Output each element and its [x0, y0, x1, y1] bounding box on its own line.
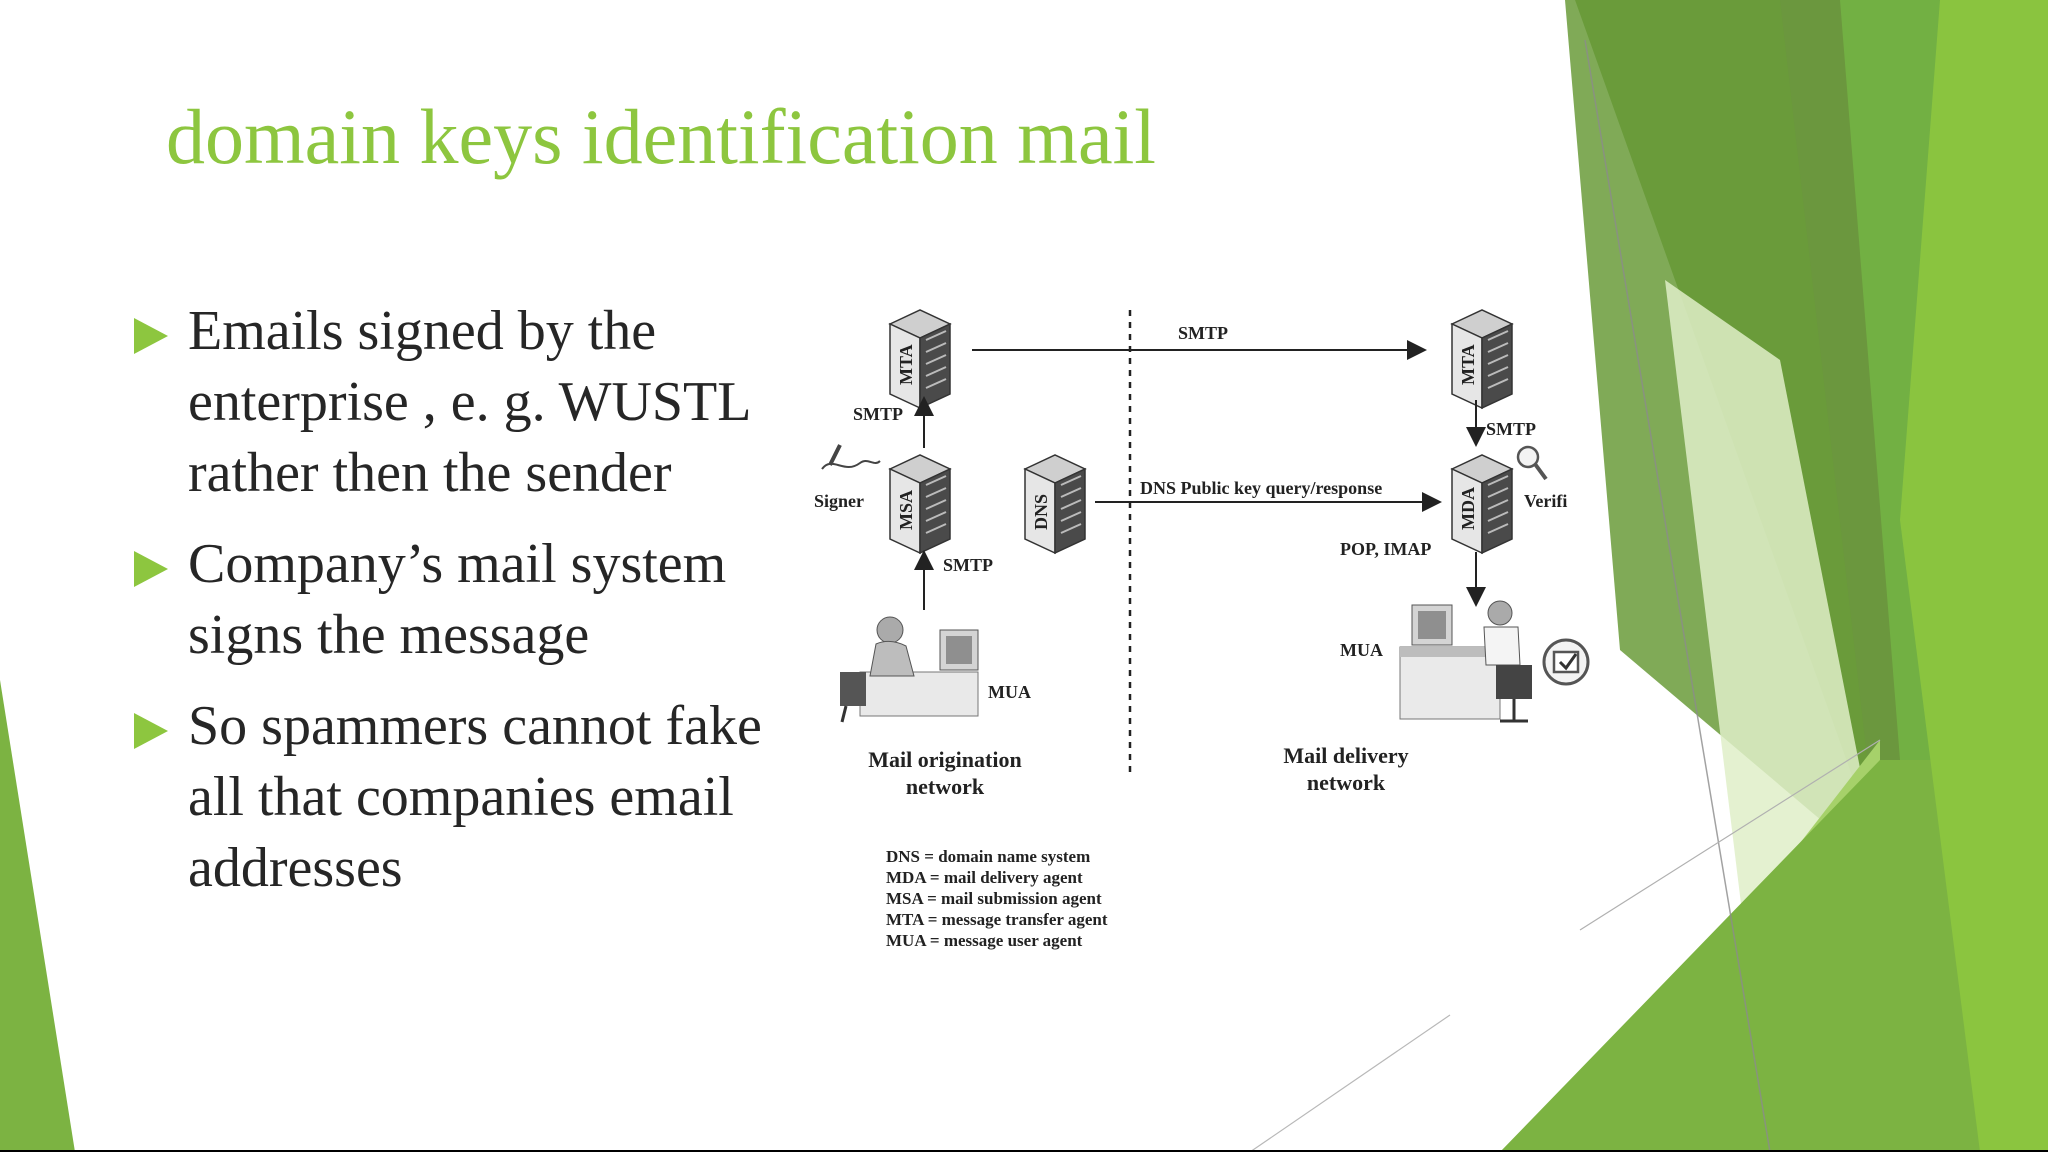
bullet-line: Emails signed by the [188, 300, 657, 362]
bullet-arrow-icon [134, 713, 168, 749]
bottom-edge [0, 1150, 2048, 1152]
bullet-line: signs the message [188, 604, 590, 666]
label-origin-network-line1: Mail origination [868, 747, 1021, 772]
signer-pen-icon [821, 444, 881, 470]
bullet-item: Company’s mail system signs the message [134, 529, 824, 671]
bullet-list: Emails signed by the enterprise , e. g. … [134, 296, 824, 924]
legend-item: MTA = message transfer agent [886, 910, 1108, 929]
bullet-line: enterprise , e. g. WUSTL [188, 371, 752, 433]
label-pop-imap: POP, IMAP [1340, 539, 1431, 559]
bullet-line: Company’s mail system [188, 533, 727, 595]
person-at-computer-icon [840, 616, 979, 723]
slide-title: domain keys identification mail [166, 93, 1156, 180]
server-msa: MSA [889, 454, 951, 554]
bg-shape-bright-strip [1900, 0, 2048, 1152]
bullet-text: Emails signed by the enterprise , e. g. … [188, 296, 824, 509]
bullet-arrow-icon [134, 318, 168, 354]
server-label-mta-right: MTA [1458, 344, 1478, 385]
legend-item: MSA = mail submission agent [886, 889, 1102, 908]
label-smtp-left-lower: SMTP [943, 555, 993, 575]
label-signer: Signer [814, 491, 864, 511]
person-at-computer-icon [1399, 600, 1532, 723]
bullet-line: So spammers cannot fake [188, 695, 762, 757]
label-verifier: Verifi [1524, 491, 1567, 511]
bg-thin-line-3 [1249, 1014, 1451, 1152]
dkim-diagram: MTA MSA DNS MTA MDA SMTP SMTP SMTP SMTP … [814, 309, 1590, 950]
label-smtp-left-upper: SMTP [853, 404, 903, 424]
server-mta-left: MTA [889, 309, 951, 409]
label-dns-query: DNS Public key query/response [1140, 478, 1382, 498]
legend-item: MUA = message user agent [886, 931, 1083, 950]
bullet-line: all that companies email [188, 766, 734, 828]
diagram-legend: DNS = domain name system MDA = mail deli… [886, 847, 1108, 950]
label-mua-left: MUA [988, 682, 1031, 702]
label-smtp-top: SMTP [1178, 323, 1228, 343]
server-label-dns: DNS [1031, 494, 1051, 530]
checkmark-icon [1542, 638, 1590, 686]
server-label-mda: MDA [1458, 487, 1478, 530]
bg-thin-line-2 [1579, 739, 1881, 931]
label-smtp-right: SMTP [1486, 419, 1536, 439]
label-mua-right: MUA [1340, 640, 1383, 660]
server-dns: DNS [1024, 454, 1086, 554]
label-delivery-network-line2: network [1307, 770, 1386, 795]
server-label-msa: MSA [896, 490, 916, 530]
server-mda: MDA [1451, 454, 1513, 554]
bg-shape-left-strip [0, 680, 75, 1152]
bullet-line: rather then the sender [188, 442, 672, 504]
bullet-item: Emails signed by the enterprise , e. g. … [134, 296, 824, 509]
bullet-arrow-icon [134, 551, 168, 587]
label-delivery-network-line1: Mail delivery [1283, 743, 1408, 768]
bullet-line: addresses [188, 837, 403, 899]
legend-item: MDA = mail delivery agent [886, 868, 1083, 887]
server-label-mta-left: MTA [896, 344, 916, 385]
bullet-item: So spammers cannot fake all that compani… [134, 691, 824, 904]
legend-item: DNS = domain name system [886, 847, 1090, 866]
bullet-text: Company’s mail system signs the message [188, 529, 824, 671]
bullet-text: So spammers cannot fake all that compani… [188, 691, 824, 904]
label-origin-network-line2: network [906, 774, 985, 799]
bg-shape-bottom-green [1500, 760, 2048, 1152]
magnifier-icon [1516, 445, 1548, 481]
bg-thin-line-1 [1584, 39, 1771, 1152]
server-mta-right: MTA [1451, 309, 1513, 409]
